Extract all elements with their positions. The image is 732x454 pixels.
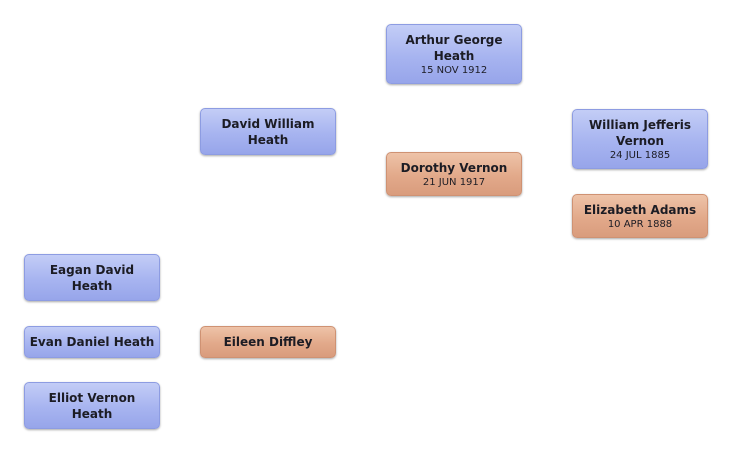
person-card-dorothy-vernon[interactable]: Dorothy Vernon 21 JUN 1917 bbox=[386, 152, 522, 196]
person-birth-date: 24 JUL 1885 bbox=[609, 149, 671, 161]
person-name: Eileen Diffley bbox=[223, 335, 313, 349]
person-card-eileen-diffley[interactable]: Eileen Diffley bbox=[200, 326, 336, 358]
person-birth-date: 15 NOV 1912 bbox=[420, 64, 488, 76]
person-card-david-william-heath[interactable]: David William Heath bbox=[200, 108, 336, 155]
person-name: William Jefferis Vernon bbox=[588, 117, 692, 148]
person-card-eagan-david-heath[interactable]: Eagan David Heath bbox=[24, 254, 160, 301]
person-name: Eagan David Heath bbox=[49, 262, 135, 293]
person-name: David William Heath bbox=[221, 116, 315, 147]
person-name: Arthur George Heath bbox=[405, 32, 503, 63]
person-card-elizabeth-adams[interactable]: Elizabeth Adams 10 APR 1888 bbox=[572, 194, 708, 238]
person-card-william-jefferis-vernon[interactable]: William Jefferis Vernon 24 JUL 1885 bbox=[572, 109, 708, 169]
person-card-elliot-vernon-heath[interactable]: Elliot Vernon Heath bbox=[24, 382, 160, 429]
person-birth-date: 10 APR 1888 bbox=[607, 218, 673, 230]
person-name: Dorothy Vernon bbox=[400, 160, 508, 175]
person-birth-date: 21 JUN 1917 bbox=[422, 176, 486, 188]
person-name: Evan Daniel Heath bbox=[29, 335, 155, 349]
person-card-evan-daniel-heath[interactable]: Evan Daniel Heath bbox=[24, 326, 160, 358]
person-name: Elizabeth Adams bbox=[583, 202, 697, 217]
person-card-arthur-george-heath[interactable]: Arthur George Heath 15 NOV 1912 bbox=[386, 24, 522, 84]
person-name: Elliot Vernon Heath bbox=[48, 390, 136, 421]
